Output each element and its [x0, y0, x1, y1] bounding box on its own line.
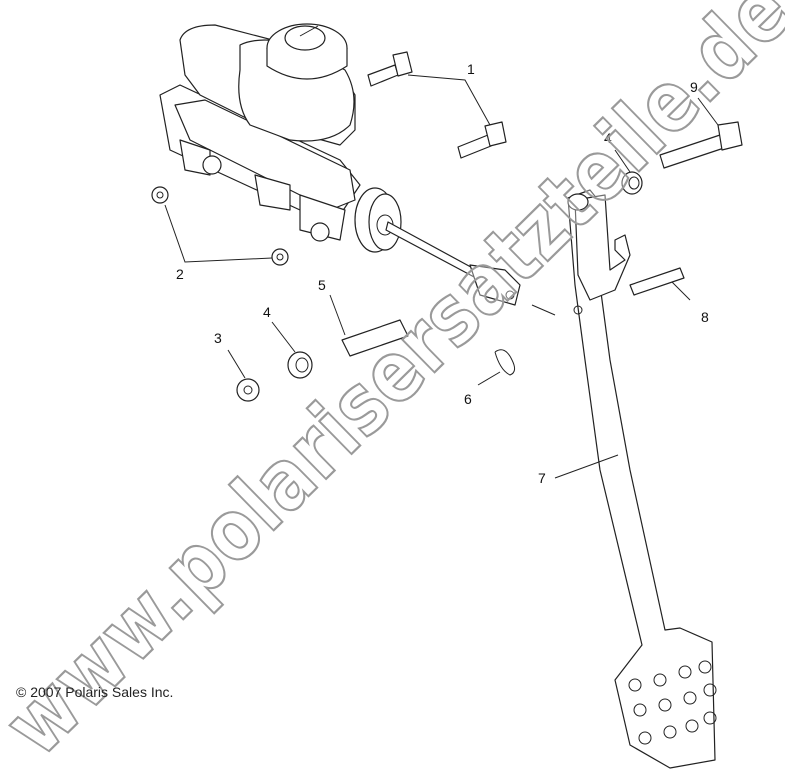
- brake-pedal-7: [567, 189, 717, 769]
- bolt-1: [367, 51, 507, 159]
- bushings: [287, 171, 643, 379]
- sleeve-5: [341, 319, 409, 357]
- callout-3: 3: [214, 330, 222, 346]
- callout-9: 9: [690, 79, 698, 95]
- pin-8: [629, 267, 685, 296]
- callout-4-left: 4: [263, 304, 271, 320]
- callout-6: 6: [464, 391, 472, 407]
- nuts: [151, 186, 289, 402]
- clip-6: [494, 349, 516, 376]
- callout-1: 1: [467, 61, 475, 77]
- callout-4-right: 4: [604, 130, 612, 146]
- callout-7: 7: [538, 470, 546, 486]
- callout-5: 5: [318, 277, 326, 293]
- callout-2: 2: [176, 266, 184, 282]
- leader-lines: [164, 74, 719, 479]
- copyright-notice: © 2007 Polaris Sales Inc.: [16, 684, 174, 700]
- master-cylinder: [159, 23, 521, 306]
- bolt-9: [659, 121, 743, 169]
- callout-8: 8: [701, 309, 709, 325]
